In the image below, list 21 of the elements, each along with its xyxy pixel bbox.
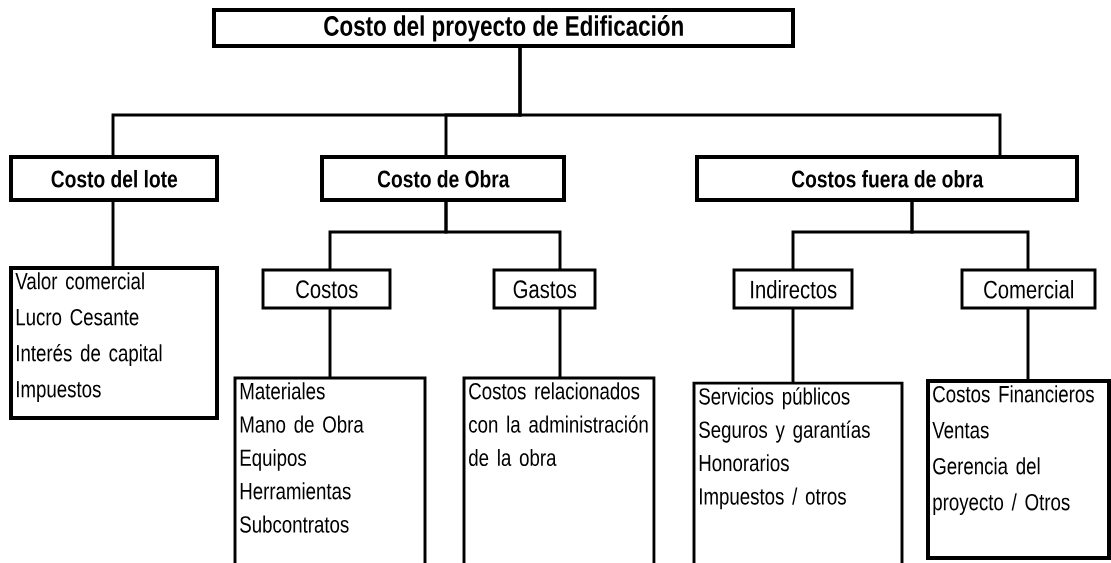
connector-line [910,200,1030,270]
list-box: Materiales Mano de Obra Equipos Herramientas Subcontratos [233,376,427,563]
category-box: Costo de Obra [320,155,566,202]
title-box: Costo del proyecto de Edificación [212,8,795,48]
list-box: Costos Financieros Ventas Gerencia del proyecto / Otros [926,379,1111,560]
connector-line [328,308,332,378]
list-box: Servicios públicos Seguros y garantías Honorarios Impuestos / otros [692,381,904,563]
subcategory-box: Indirectos [732,268,854,310]
connector-line [444,200,562,270]
subcategory-box: Comercial [960,268,1097,310]
list-box: Valor comercial Lucro Cesante Interés de capital Impuestos [9,266,219,420]
list-box: Costos relacionados con la administración de la obra [462,376,656,563]
subcategory-box: Gastos [492,268,597,310]
connector-line [558,308,562,378]
connector-line [1026,308,1030,381]
connector-line [518,46,1002,157]
subcategory-box: Costos [261,268,392,310]
connector-line [791,308,795,383]
category-box: Costo del lote [9,155,219,202]
category-box: Costos fuera de obra [695,155,1079,202]
connector-line [111,200,115,268]
